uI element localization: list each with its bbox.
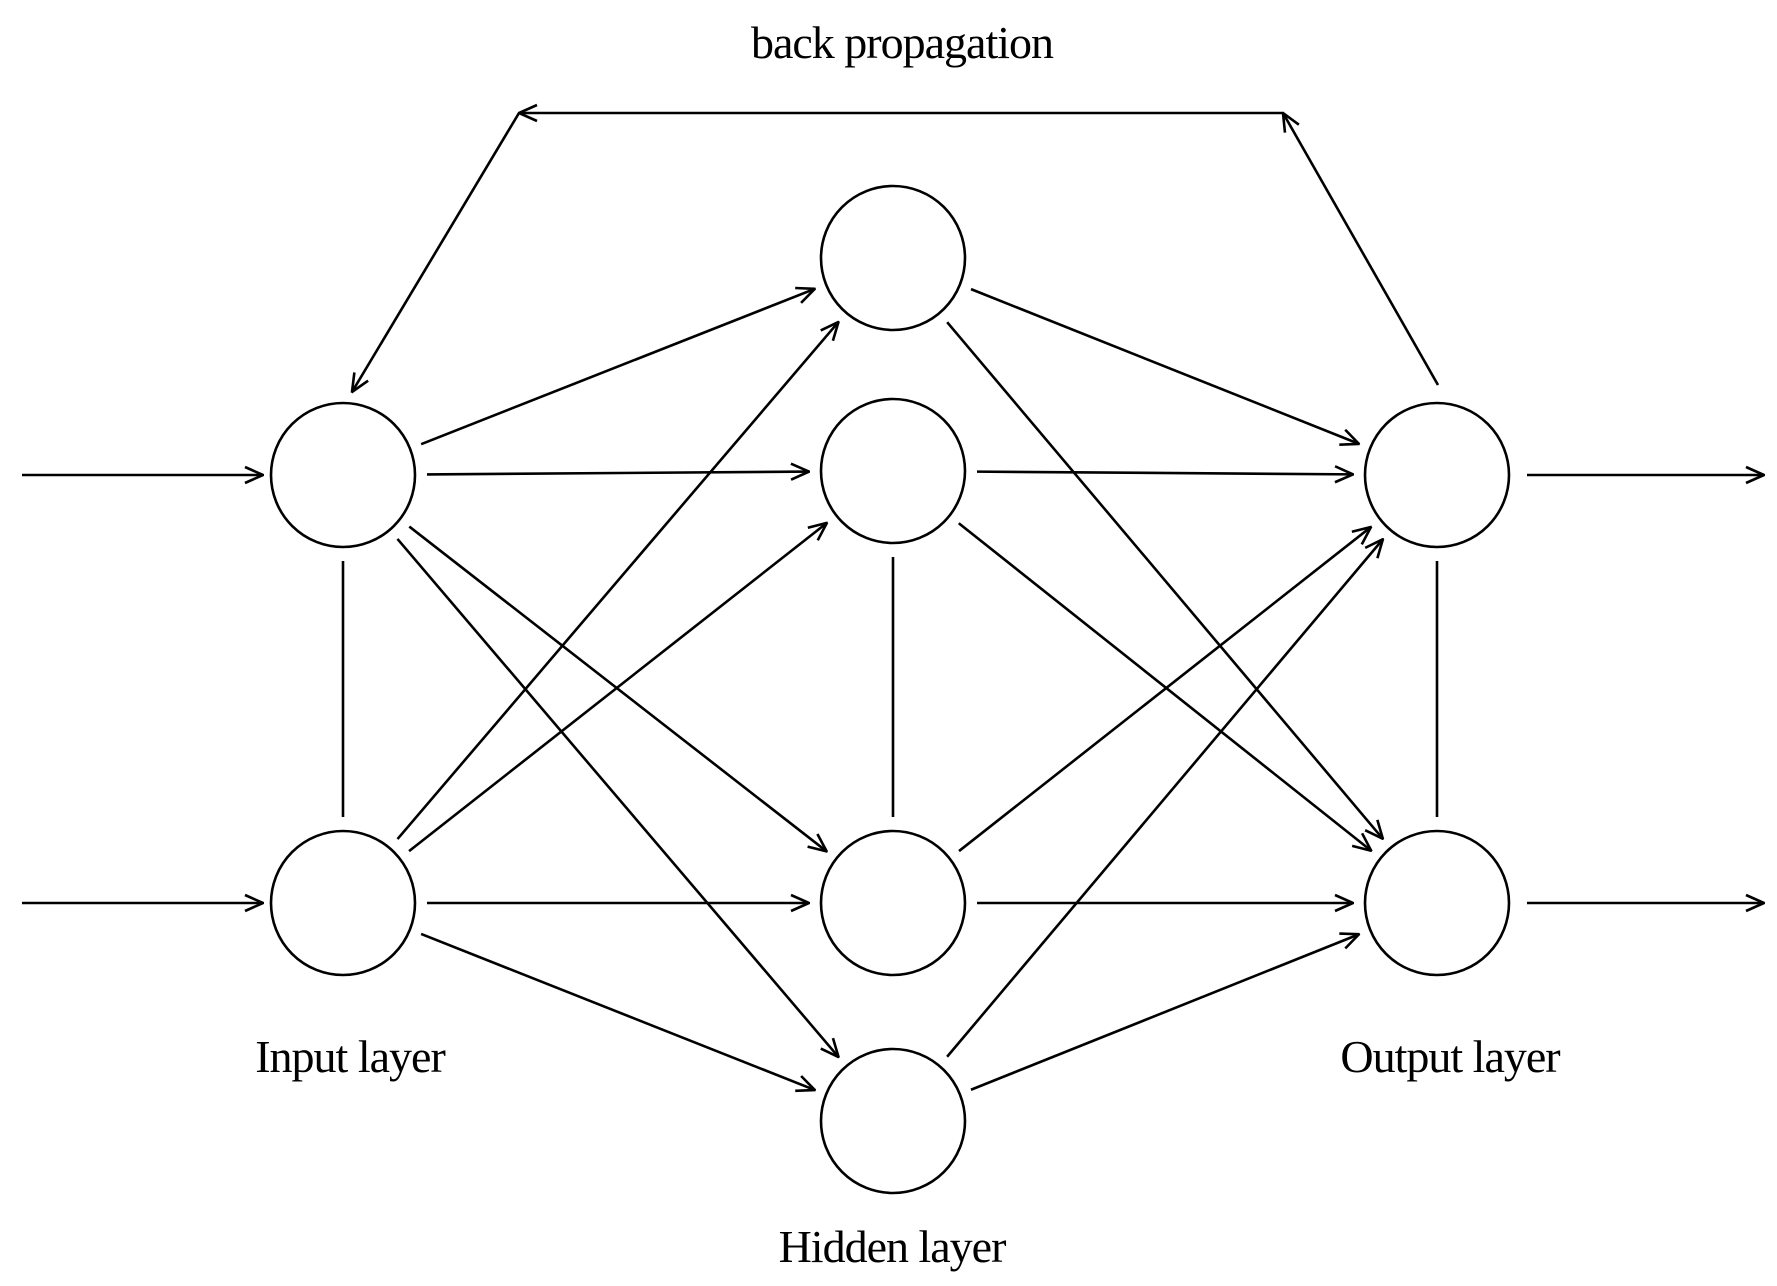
back-propagation-down-segment <box>352 112 521 392</box>
output-node-1 <box>1363 401 1511 549</box>
edge-input-2-hidden-4 <box>420 932 815 1090</box>
output-layer-label: Output layer <box>1340 1031 1560 1082</box>
back-propagation-arrow <box>352 112 1440 392</box>
edge-input-2-hidden-1 <box>396 322 839 840</box>
hidden-node-3 <box>819 829 967 977</box>
edge-input-1-hidden-2 <box>426 472 809 475</box>
edge-hidden-4-output-2 <box>970 934 1359 1091</box>
connection-lines <box>22 289 1764 1090</box>
back-propagation-up-segment <box>1283 113 1440 386</box>
input-node-1 <box>269 401 417 549</box>
edge-input-2-hidden-2 <box>408 523 827 853</box>
edge-input-1-hidden-1 <box>420 289 815 446</box>
neuron-nodes <box>269 184 1511 1195</box>
hidden-node-1 <box>819 184 967 332</box>
edge-hidden-3-output-1 <box>958 527 1371 853</box>
edge-hidden-4-output-1 <box>946 539 1383 1058</box>
edge-input-1-hidden-4 <box>396 538 838 1057</box>
edge-hidden-1-output-1 <box>970 287 1359 444</box>
back-propagation-label: back propagation <box>751 17 1054 68</box>
hidden-layer-label: Hidden layer <box>779 1221 1007 1272</box>
hidden-node-2 <box>819 397 967 545</box>
edge-input-1-hidden-3 <box>408 525 826 852</box>
output-node-2 <box>1363 829 1511 977</box>
edge-hidden-1-output-2 <box>946 321 1383 839</box>
input-layer-label: Input layer <box>255 1031 445 1082</box>
hidden-node-4 <box>819 1047 967 1195</box>
input-node-2 <box>269 829 417 977</box>
edge-hidden-2-output-2 <box>957 522 1371 851</box>
edge-hidden-2-output-1 <box>976 472 1353 475</box>
